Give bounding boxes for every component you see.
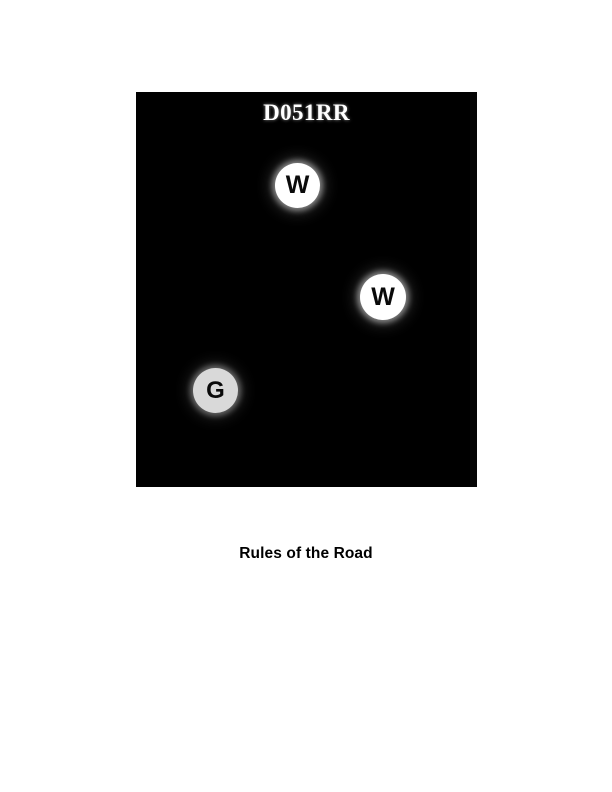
- light-marker-white-1: W: [275, 163, 320, 208]
- figure-title: D051RR: [263, 100, 350, 125]
- light-marker-white-2: W: [360, 274, 406, 320]
- night-scene-figure-panel: D051RR W W G: [136, 92, 477, 487]
- figure-caption: Rules of the Road: [239, 545, 373, 562]
- panel-edge-artifact: [470, 92, 477, 487]
- light-marker-green: G: [193, 368, 238, 413]
